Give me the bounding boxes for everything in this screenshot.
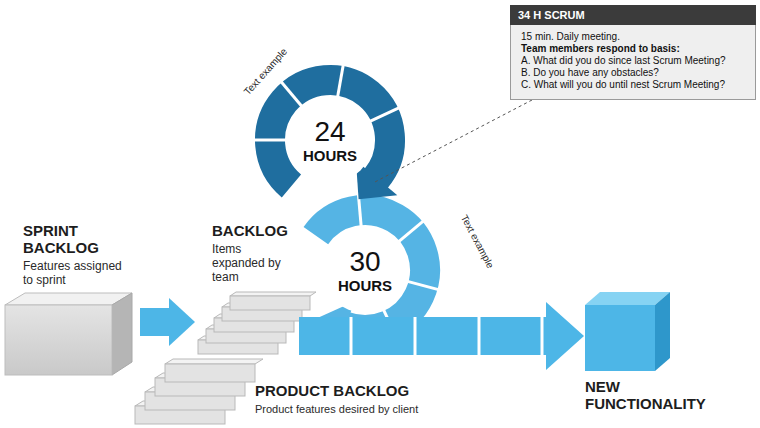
leader-line [373, 100, 532, 183]
cycle-rings [254, 65, 438, 352]
question-text: A. What did you do since last Scrum Meet… [521, 55, 745, 67]
twenty-four-hour-ring [270, 80, 390, 186]
arc-label: Text example [459, 213, 496, 270]
sprint-backlog: SPRINT BACKLOG Features assigned to sprin… [5, 222, 137, 302]
stage-heading: PRODUCT BACKLOG [255, 382, 475, 399]
band-separator [541, 317, 544, 355]
flow-arrow [140, 298, 195, 346]
hours-unit: HOURS [303, 147, 357, 164]
note-text: 15 min. Daily meeting. [521, 31, 745, 43]
callout-heading: 34 H SCRUM [510, 5, 756, 25]
hours-circle: 24HOURS [287, 97, 373, 183]
question-text: B. Do you have any obstacles? [521, 67, 745, 79]
new-functionality: NEW FUNCTIONALITY [585, 376, 725, 418]
note-text: Team members respond to basis: [521, 43, 745, 55]
hours-circle: 30HOURS [322, 227, 408, 313]
sprint-cube [5, 293, 132, 375]
hours-number: 30 [349, 247, 380, 277]
stack-top [230, 292, 316, 296]
arrow-head [169, 298, 195, 346]
flow-arrow [299, 302, 584, 370]
backlog: BACKLOG Items expanded by team [196, 222, 296, 286]
cube-top [585, 292, 670, 305]
cube-top [5, 293, 132, 305]
stage-heading: NEW FUNCTIONALITY [585, 378, 715, 412]
ring-separator [281, 82, 302, 107]
hours-unit: HOURS [338, 277, 392, 294]
question-text: C. What will you do until nest Scrum Mee… [521, 79, 745, 91]
stack-box [165, 364, 255, 382]
cube-front [585, 305, 655, 371]
stack-box [230, 296, 310, 310]
ring-separator [254, 139, 286, 142]
stage-description: Features assigned to sprint [23, 259, 135, 287]
product-stack [135, 359, 263, 424]
arrow-body [140, 308, 169, 336]
band-separator [350, 317, 353, 355]
product-backlog: PRODUCT BACKLOG Product features desired … [235, 378, 475, 424]
cube-front [5, 305, 112, 375]
arrow-body [299, 317, 546, 355]
stage-description: Items expanded by team [212, 242, 292, 284]
ring-separator [399, 221, 424, 242]
callout-leader [373, 100, 532, 183]
stage-heading: BACKLOG [212, 222, 292, 239]
cube-side [655, 292, 670, 371]
ring-separator [370, 108, 399, 122]
scrum-callout: 34 H SCRUM15 min. Daily meeting.Team mem… [510, 5, 756, 100]
stage-heading: SPRINT BACKLOG [23, 222, 128, 256]
ring-separator [338, 65, 344, 97]
hours-number: 24 [314, 117, 345, 147]
stage-description: Product features desired by client [255, 402, 475, 416]
band-separator [478, 317, 481, 355]
backlog-stack [198, 292, 316, 354]
arrow-head [546, 302, 584, 370]
functionality-cube [585, 292, 670, 371]
stack-top [165, 359, 263, 364]
callout-body: 15 min. Daily meeting.Team members respo… [510, 25, 756, 100]
band-separator [414, 317, 417, 355]
cube-side [112, 293, 132, 375]
ring-separator [408, 281, 439, 289]
